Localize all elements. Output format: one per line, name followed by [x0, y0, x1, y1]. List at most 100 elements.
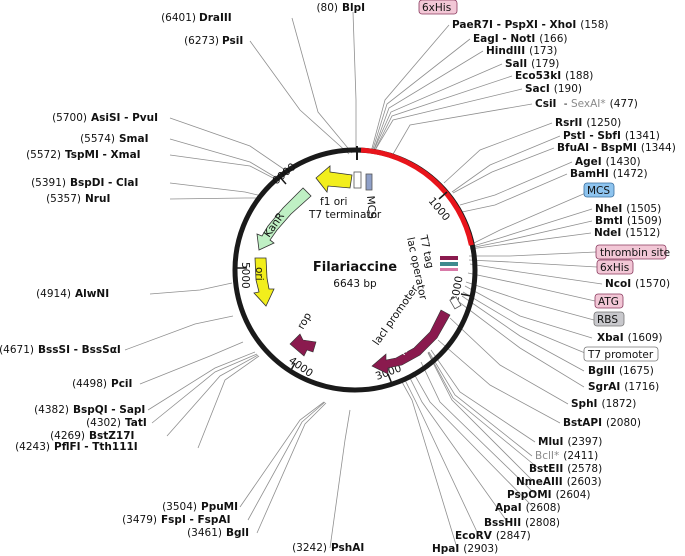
site-right-pos: (2080) — [606, 417, 641, 429]
svg-text:MluI(2397): MluI(2397) — [538, 436, 602, 448]
site-left-pos: (4243) — [15, 441, 50, 453]
site-right-pos: (1250) — [586, 117, 621, 129]
site-right-name: PstI - SbfI — [563, 130, 621, 142]
site-left-pos: (3461) — [187, 527, 222, 539]
site-left-name: TatI — [125, 417, 147, 429]
tick-5000: 5000 — [239, 262, 251, 289]
callout-t7-promoter-label: T7 promoter — [587, 349, 654, 361]
mcs-feature — [365, 173, 373, 191]
site-right-pos: (173) — [529, 45, 557, 57]
site-left-name: AlwNI — [75, 288, 109, 300]
site-left-name: SmaI — [119, 133, 149, 145]
site-left-pos: (3479) — [122, 514, 157, 526]
site-left-name: PpuMI — [201, 501, 238, 513]
site-left-name: AsiSI - PvuI — [91, 112, 158, 124]
site-left-pos: (5572) — [26, 149, 61, 161]
plasmid-name: Filariaccine — [313, 260, 397, 275]
site-right-pos: (1872) — [601, 398, 636, 410]
left-sites: (6401) DraIII (6273) PsiI (5700) AsiSI -… — [0, 12, 364, 554]
site-right-name: NmeAIII — [516, 476, 563, 488]
svg-text:HindIII(173): HindIII(173) — [486, 45, 557, 57]
callout-thrombin-label: thrombin site — [600, 247, 670, 259]
site-left-pos: (5574) — [80, 133, 115, 145]
insert-arc — [360, 147, 474, 246]
site-left-name: FspI - FspAI — [161, 514, 231, 526]
site-right-pos: (1675) — [619, 365, 654, 377]
callout-rbs-label: RBS — [597, 314, 618, 326]
right-sites: PaeR7I - PspXI - XhoI (158) EagI - NotI(1… — [432, 19, 676, 555]
site-left-pos: (4498) — [72, 378, 107, 390]
site-left-name: TspMI - XmaI — [65, 149, 141, 161]
site-left-pos: (4302) — [86, 417, 121, 429]
site-right-name: XbaI — [597, 332, 624, 344]
site-left-name: BglI — [226, 527, 249, 539]
site-left-name: PsiI — [222, 35, 243, 47]
site-left-pos: (4382) — [34, 404, 69, 416]
site-right-name: NcoI — [605, 278, 631, 290]
site-right-pos: (2608) — [526, 502, 561, 514]
site-right-name: EcoRV — [455, 530, 493, 542]
site-right-name: BglII — [588, 365, 615, 377]
svg-text:BglII(1675): BglII (1675) — [588, 365, 654, 377]
site-right-pos: (179) — [531, 58, 559, 70]
site-right-name: MluI — [538, 436, 563, 448]
svg-text:SacI(190): SacI(190) — [525, 83, 582, 95]
svg-text:BstEII(2578): BstEII(2578) — [529, 463, 602, 475]
svg-text:PspOMI(2604): PspOMI(2604) — [507, 489, 590, 501]
svg-text:BmtI(1509): BmtI(1509) — [595, 215, 662, 227]
callout-6xhis-right-label: 6xHis — [600, 262, 629, 274]
site-right-name: HpaI — [432, 543, 459, 555]
site-left-pos: (5700) — [52, 112, 87, 124]
laci-feature — [371, 309, 451, 375]
f1-ori-label: f1 ori — [320, 196, 347, 208]
callout-6xhis-right — [596, 259, 634, 275]
site-right-name: SalI — [505, 58, 527, 70]
site-right-name: BmtI — [595, 215, 623, 227]
site-left-name: PciI — [111, 378, 132, 390]
callout-thrombin — [595, 244, 667, 260]
kanr-label: KanR — [262, 211, 287, 240]
site-left-name: BssSI - BssSαI — [38, 344, 121, 356]
site-right-name: BstAPI — [563, 417, 602, 429]
callout-atg — [594, 293, 624, 309]
site-right-pos: (2604) — [556, 489, 591, 501]
lac-operator-feature — [440, 262, 458, 266]
svg-text:ApaI(2608): ApaI (2608) — [495, 502, 561, 514]
t7-tag-feature — [440, 256, 458, 260]
f1-ori-feature — [315, 165, 353, 193]
site-right-name: SgrAI — [588, 381, 620, 393]
t7-terminator-label: T7 terminator — [308, 209, 382, 221]
site-right-name: ApaI — [495, 502, 522, 514]
kanr-feature — [256, 187, 312, 251]
site-left-name: BspDI - ClaI — [70, 177, 138, 189]
svg-text:EagI - NotI(166): EagI - NotI(166) — [473, 33, 568, 45]
ori-label: ori — [253, 267, 265, 281]
site-right-name: RsrII — [555, 117, 582, 129]
callout-t7-promoter — [583, 346, 659, 362]
site-right-name: NheI — [595, 203, 622, 215]
t7-terminator-feature — [353, 171, 362, 189]
site-right-name: PaeR7I - PspXI - XhoI — [452, 19, 576, 31]
laci-promoter-label: lacI promoter — [371, 283, 422, 348]
site-top-name: BlpI — [342, 2, 365, 14]
site-left-name: DraIII — [199, 12, 232, 24]
site-left-pos: (5391) — [31, 177, 66, 189]
svg-text:BstAPI(2080): BstAPI (2080) — [563, 417, 641, 429]
site-right-name: BamHI — [570, 168, 609, 180]
plasmid-size: 6643 bp — [333, 278, 377, 290]
site-left-pos: (3504) — [162, 501, 197, 513]
site-left-name: BstZ17I — [89, 430, 134, 442]
svg-text:(80): (80) — [316, 2, 338, 14]
site-right-pos: (1570) — [635, 278, 670, 290]
site-right-pos: (158) — [580, 19, 608, 31]
svg-text:XbaI(1609): XbaI(1609) — [597, 332, 663, 344]
site-right-name: SacI — [525, 83, 550, 95]
callout-mcs — [583, 182, 615, 198]
site-left-pos: (4914) — [36, 288, 71, 300]
site-right-name: NdeI — [594, 227, 621, 239]
site-left-pos: (4671) — [0, 344, 34, 356]
rop-feature — [289, 333, 317, 357]
site-right-name: Eco53kI — [515, 70, 561, 82]
svg-text:CsiI - SexAI*(477): CsiI - SexAI*(477) — [535, 98, 638, 110]
